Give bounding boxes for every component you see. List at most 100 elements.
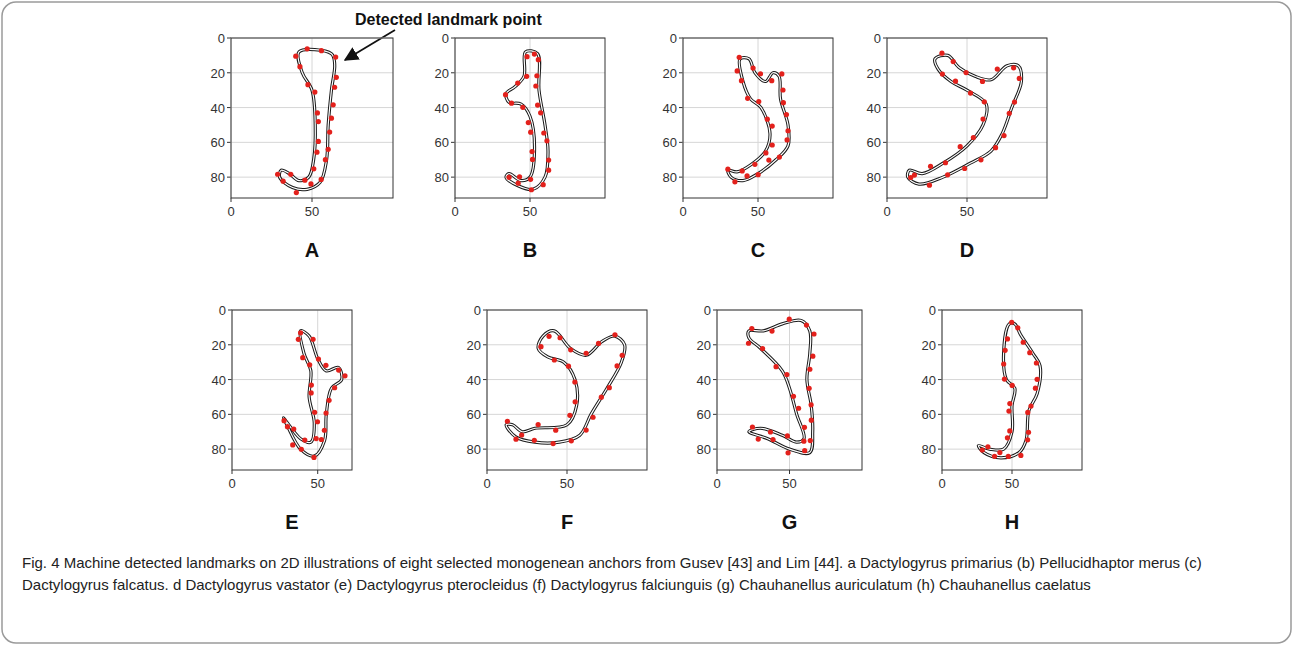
- tick-mark: [883, 72, 887, 73]
- plot-frame: [942, 310, 1082, 470]
- landmark-dot: [785, 433, 790, 438]
- landmark-dot: [756, 436, 761, 441]
- tick-mark: [530, 198, 531, 202]
- landmark-dot: [791, 394, 796, 399]
- landmark-dot: [533, 83, 538, 88]
- landmark-dot: [1026, 430, 1031, 435]
- landmark-dot: [302, 178, 307, 183]
- tick-label: 50: [305, 205, 319, 218]
- landmark-dot: [302, 437, 307, 442]
- landmark-dot: [323, 157, 328, 162]
- landmark-dot: [732, 179, 737, 184]
- landmark-dot: [296, 337, 301, 342]
- landmark-dot: [300, 355, 305, 360]
- landmark-dot: [607, 385, 612, 390]
- landmark-dot: [322, 428, 327, 433]
- landmark-dot: [768, 429, 773, 434]
- landmark-dot: [520, 105, 525, 110]
- grid-line: [232, 379, 352, 380]
- landmark-dot: [769, 328, 774, 333]
- tick-label: 60: [435, 136, 449, 149]
- landmark-dot: [503, 92, 508, 97]
- anchor-outline: [907, 55, 1021, 184]
- tick-mark: [713, 344, 717, 345]
- landmark-dot: [572, 379, 577, 384]
- tick-mark: [938, 414, 942, 415]
- landmark-dot: [534, 73, 539, 78]
- tick-mark: [317, 470, 318, 474]
- landmark-dot: [750, 65, 755, 70]
- plot-panel: [713, 310, 862, 474]
- landmark-dot: [308, 181, 313, 186]
- tick-mark: [228, 449, 232, 450]
- tick-label: 50: [310, 477, 324, 490]
- tick-label: 20: [697, 338, 711, 351]
- anchor-outline-inner: [283, 331, 342, 457]
- landmark-dot: [963, 70, 968, 75]
- landmark-dot: [784, 372, 789, 377]
- tick-label: 0: [670, 32, 677, 45]
- tick-label: 0: [883, 205, 890, 218]
- landmark-dot: [745, 96, 750, 101]
- landmark-dot: [770, 124, 775, 129]
- landmark-dot: [327, 129, 332, 134]
- landmark-dot: [939, 51, 944, 56]
- anchor-outline: [748, 320, 813, 454]
- landmark-dot: [319, 437, 324, 442]
- landmark-dot: [781, 100, 786, 105]
- tick-mark: [883, 142, 887, 143]
- landmark-dot: [982, 99, 987, 104]
- landmark-dot: [311, 166, 316, 171]
- landmark-dot: [809, 418, 814, 423]
- tick-label: 40: [867, 101, 881, 114]
- landmark-dot: [993, 145, 998, 150]
- anchor-outline-inner: [728, 58, 789, 181]
- landmark-dot: [307, 362, 312, 367]
- tick-mark: [451, 72, 455, 73]
- tick-label: 20: [922, 338, 936, 351]
- tick-label: 40: [922, 373, 936, 386]
- tick-label: 80: [663, 171, 677, 184]
- landmark-dot: [958, 144, 963, 149]
- panel-letter: H: [1005, 512, 1019, 532]
- landmark-dot: [309, 382, 314, 387]
- tick-label: 50: [751, 205, 765, 218]
- landmark-dot: [569, 438, 574, 443]
- tick-mark: [227, 107, 231, 108]
- landmark-dot: [566, 364, 571, 369]
- landmark-dot: [528, 177, 533, 182]
- landmark-dot: [928, 164, 933, 169]
- landmark-dot: [532, 438, 537, 443]
- landmark-dot: [912, 172, 917, 177]
- tick-mark: [679, 72, 683, 73]
- landmark-dot: [740, 168, 745, 173]
- tick-mark: [483, 310, 487, 311]
- landmark-dot: [281, 179, 286, 184]
- landmark-dot: [940, 71, 945, 76]
- tick-label: 50: [560, 477, 574, 490]
- landmark-dot: [756, 99, 761, 104]
- landmark-dot: [584, 351, 589, 356]
- tick-label: 0: [474, 304, 481, 317]
- landmark-dot: [784, 112, 789, 117]
- landmark-dot: [777, 154, 782, 159]
- landmark-dot: [323, 410, 328, 415]
- tick-label: 0: [929, 304, 936, 317]
- landmark-dot: [524, 54, 529, 59]
- landmark-dot: [288, 172, 293, 177]
- landmark-dot: [1003, 348, 1008, 353]
- landmark-dot: [544, 138, 549, 143]
- tick-label: 0: [219, 304, 226, 317]
- panel-letter: E: [285, 512, 298, 532]
- plot-frame: [683, 38, 833, 198]
- landmark-dot: [807, 386, 812, 391]
- figure-caption: Fig. 4 Machine detected landmarks on 2D …: [22, 552, 1267, 596]
- landmark-dot: [513, 437, 518, 442]
- anchor-outline-inner: [279, 49, 334, 189]
- tick-label: 0: [713, 477, 720, 490]
- landmark-dot: [535, 102, 540, 107]
- landmark-dot: [538, 110, 543, 115]
- tick-mark: [228, 379, 232, 380]
- landmark-dot: [557, 335, 562, 340]
- landmark-dot: [758, 71, 763, 76]
